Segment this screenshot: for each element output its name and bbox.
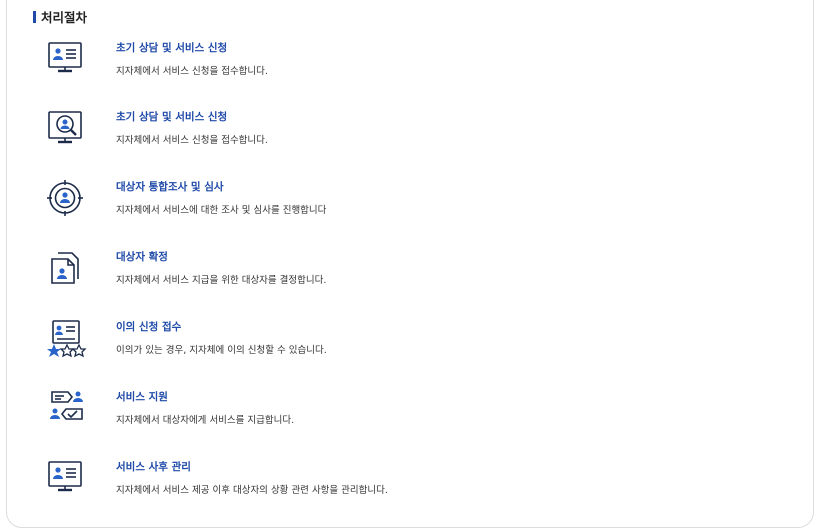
step-title: 서비스 사후 관리 xyxy=(116,461,191,473)
step-4: 대상자 확정 지자체에서 서비스 지급을 위한 대상자를 결정합니다. xyxy=(44,249,744,299)
step-title: 대상자 확정 xyxy=(116,251,168,263)
profile-stars-icon xyxy=(44,319,90,365)
title-accent-bar xyxy=(33,10,36,23)
monitor-person-icon xyxy=(44,459,90,505)
step-title: 서비스 지원 xyxy=(116,391,168,403)
support-exchange-icon xyxy=(44,389,90,435)
step-title: 초기 상담 및 서비스 신청 xyxy=(116,42,228,54)
step-3: 대상자 통합조사 및 심사 지자체에서 서비스에 대한 조사 및 심사를 진행합… xyxy=(44,179,744,229)
step-title: 초기 상담 및 서비스 신청 xyxy=(116,111,228,123)
step-description: 지자체에서 서비스 신청을 접수합니다. xyxy=(116,135,268,146)
target-person-icon xyxy=(44,179,90,225)
procedure-panel xyxy=(6,0,814,528)
step-description: 이의가 있는 경우, 지자체에 이의 신청할 수 있습니다. xyxy=(116,345,327,356)
step-description: 지자체에서 서비스 신청을 접수합니다. xyxy=(116,66,268,77)
step-1: 초기 상담 및 서비스 신청 지자체에서 서비스 신청을 접수합니다. xyxy=(44,40,744,90)
step-5: 이의 신청 접수 이의가 있는 경우, 지자체에 이의 신청할 수 있습니다. xyxy=(44,319,744,369)
step-description: 지자체에서 서비스 제공 이후 대상자의 상황 관련 사항을 관리합니다. xyxy=(116,485,388,496)
step-2: 초기 상담 및 서비스 신청 지자체에서 서비스 신청을 접수합니다. xyxy=(44,109,744,159)
step-title: 대상자 통합조사 및 심사 xyxy=(116,181,224,193)
monitor-person-icon xyxy=(44,40,90,86)
step-description: 지자체에서 서비스 지급을 위한 대상자를 결정합니다. xyxy=(116,275,327,286)
documents-person-icon xyxy=(44,249,90,295)
step-description: 지자체에서 대상자에게 서비스를 지급합니다. xyxy=(116,415,295,426)
step-title: 이의 신청 접수 xyxy=(116,321,182,333)
step-7: 서비스 사후 관리 지자체에서 서비스 제공 이후 대상자의 상황 관련 사항을… xyxy=(44,459,744,509)
step-description: 지자체에서 서비스에 대한 조사 및 심사를 진행합니다 xyxy=(116,205,327,216)
step-6: 서비스 지원 지자체에서 대상자에게 서비스를 지급합니다. xyxy=(44,389,744,439)
monitor-search-person-icon xyxy=(44,109,90,155)
section-title-text: 처리절차 xyxy=(41,10,88,25)
section-title: 처리절차 xyxy=(33,7,87,26)
